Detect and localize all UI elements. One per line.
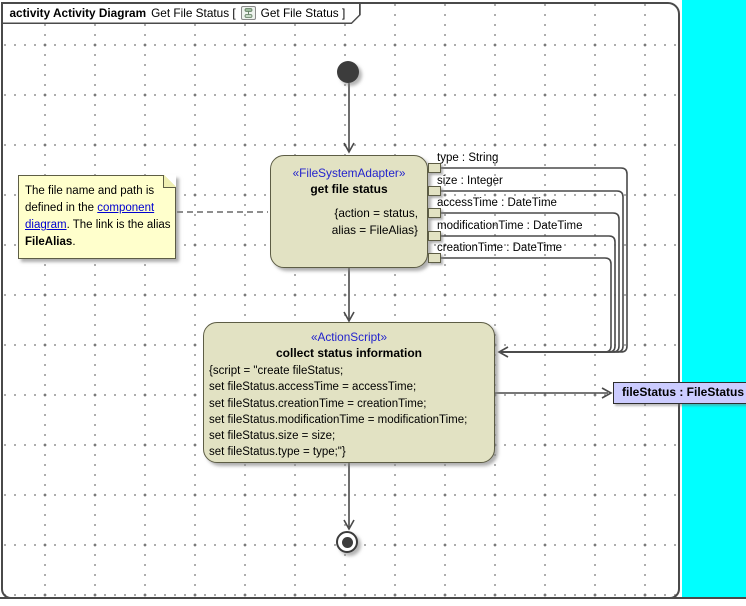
object-flow-modificationtime[interactable]	[441, 235, 616, 353]
output-pin-type[interactable]	[428, 163, 441, 173]
tagged-value-line: {action = status,	[334, 206, 418, 220]
script-line: set fileStatus.accessTime = accessTime;	[209, 381, 417, 394]
initial-node[interactable]	[337, 61, 359, 83]
below-canvas-strip	[0, 599, 746, 606]
output-pin-modificationtime[interactable]	[428, 231, 441, 241]
script-line: set fileStatus.size = size;	[209, 430, 336, 443]
pin-label-modificationtime: modificationTime : DateTime	[437, 220, 583, 232]
action-name: collect status information	[275, 346, 423, 360]
note-text: .	[72, 236, 76, 248]
output-pin-creationtime[interactable]	[428, 253, 441, 263]
object-node-filestatus[interactable]: fileStatus : FileStatus	[613, 382, 746, 404]
pin-label-accesstime: accessTime : DateTime	[437, 197, 557, 209]
pin-label-type: type : String	[437, 152, 499, 164]
action-name: get file status	[310, 182, 388, 196]
arrowhead-into-final	[343, 519, 355, 531]
object-flow-accesstime[interactable]	[441, 212, 620, 353]
activity-frame[interactable]	[1, 2, 680, 599]
diagram-title-tab[interactable]: activity Activity Diagram Get File Statu…	[1, 2, 361, 24]
diagram-kind-label: activity Activity Diagram	[9, 5, 147, 20]
tagged-value-line: alias = FileAlias}	[331, 223, 418, 237]
arrowhead-into-filestatus	[601, 387, 613, 399]
action-get-file-status[interactable]: «FileSystemAdapter» get file status {act…	[270, 155, 428, 268]
pin-label-creationtime: creationTime : DateTime	[437, 242, 563, 254]
activity-final-node[interactable]	[336, 531, 358, 553]
component-diagram-link[interactable]: component diagram	[25, 202, 155, 231]
script-line: set fileStatus.creationTime = creationTi…	[209, 397, 427, 410]
final-node-inner-dot	[341, 536, 353, 548]
comment-note[interactable]: The file name and path is defined in the…	[18, 175, 176, 259]
output-pin-accesstime[interactable]	[428, 208, 441, 218]
script-line: set fileStatus.modificationTime = modifi…	[209, 413, 468, 426]
stereotype-label: «ActionScript»	[310, 330, 388, 344]
diagram-name-left: Get File Status [	[151, 5, 236, 20]
object-flow-size[interactable]	[441, 190, 624, 353]
arrowhead-into-collect	[343, 311, 355, 323]
arrowhead-into-get-file-status	[343, 142, 355, 154]
object-flow-type[interactable]	[441, 167, 628, 353]
note-text-bold: FileAlias	[25, 236, 73, 248]
note-fold-corner	[163, 175, 176, 188]
pin-label-size: size : Integer	[437, 175, 503, 187]
stereotype-label: «FileSystemAdapter»	[292, 166, 406, 180]
action-collect-status-information[interactable]: «ActionScript» collect status informatio…	[203, 322, 495, 463]
output-pin-size[interactable]	[428, 186, 441, 196]
note-text: . The link is the alias	[66, 219, 171, 231]
diagram-name-right: Get File Status ]	[260, 5, 346, 20]
script-line: set fileStatus.type = type;"}	[209, 446, 346, 459]
object-flow-creationtime[interactable]	[441, 257, 612, 353]
outside-canvas-area	[682, 0, 746, 597]
arrowhead-into-collect-right	[497, 346, 509, 358]
note-text: The file name and path is defined in the	[25, 185, 155, 214]
activity-diagram-icon	[241, 6, 256, 20]
script-line: {script = "create fileStatus;	[209, 365, 344, 377]
